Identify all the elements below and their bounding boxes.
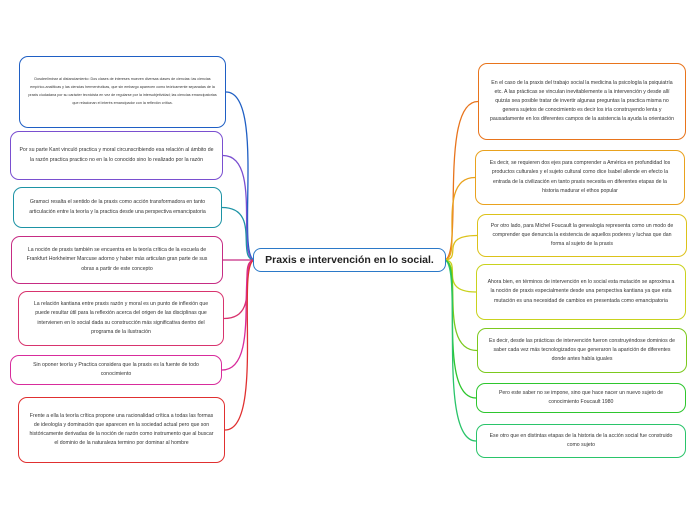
left-node-1-text: Dosdeeliminar al distanciamiento: Dos cl… [28, 77, 217, 105]
right-node-3[interactable]: Por otro lado, para Michel Foucault la g… [477, 214, 687, 257]
right-node-1-text: En el caso de la praxis del trabajo soci… [490, 79, 674, 123]
left-node-7-text: Frente a ella la teoría crítica propone … [29, 412, 214, 447]
left-node-4[interactable]: La noción de praxis también se encuentra… [11, 236, 223, 284]
left-node-1[interactable]: Dosdeeliminar al distanciamiento: Dos cl… [19, 56, 226, 128]
left-node-5-text: La relación kantiana entre praxis razón … [33, 301, 209, 335]
left-node-5[interactable]: La relación kantiana entre praxis razón … [18, 291, 224, 346]
right-node-6-text: Pero este saber no se impone, sino que h… [498, 389, 664, 405]
right-node-6[interactable]: Pero este saber no se impone, sino que h… [476, 383, 686, 413]
right-node-7-text: Ese otro que en distintas etapas de la h… [489, 432, 673, 448]
right-node-5-text: Es decir, desde las prácticas de interve… [489, 337, 675, 363]
left-node-3-text: Gramsci resalta el sentido de la praxis … [29, 199, 206, 215]
left-node-6-text: Sin oponer teoría y Practica considera q… [33, 361, 199, 377]
left-node-2-text: Por su parte Kant vinculó practica y mor… [19, 147, 214, 163]
central-topic[interactable]: Praxis e intervención en lo social. [253, 248, 446, 272]
right-node-7[interactable]: Ese otro que en distintas etapas de la h… [476, 424, 686, 458]
right-node-4-text: Ahora bien, en términos de intervención … [487, 279, 675, 304]
left-node-6[interactable]: Sin oponer teoría y Practica considera q… [10, 355, 222, 385]
right-connector-2 [443, 176, 476, 261]
left-connector-1 [225, 91, 256, 261]
left-connector-6 [221, 259, 256, 371]
right-node-4[interactable]: Ahora bien, en términos de intervención … [476, 264, 686, 320]
right-connector-3 [443, 234, 478, 261]
right-node-2[interactable]: Es decir, se requieren dos ejes para com… [475, 150, 685, 205]
right-connector-6 [443, 259, 477, 399]
left-node-4-text: La noción de praxis también se encuentra… [26, 247, 208, 272]
right-connector-7 [443, 259, 477, 442]
left-connector-3 [221, 206, 256, 261]
right-connector-1 [443, 100, 479, 261]
right-node-2-text: Es decir, se requieren dos ejes para com… [489, 160, 671, 194]
right-node-3-text: Por otro lado, para Michel Foucault la g… [490, 222, 674, 248]
left-connector-7 [224, 259, 256, 431]
left-node-3[interactable]: Gramsci resalta el sentido de la praxis … [13, 187, 222, 228]
left-node-7[interactable]: Frente a ella la teoría crítica propone … [18, 397, 225, 463]
right-connector-5 [443, 259, 478, 352]
left-node-2[interactable]: Por su parte Kant vinculó practica y mor… [10, 131, 223, 180]
left-connector-5 [223, 259, 256, 320]
right-node-5[interactable]: Es decir, desde las prácticas de interve… [477, 328, 687, 373]
right-node-1[interactable]: En el caso de la praxis del trabajo soci… [478, 63, 686, 140]
left-connector-2 [222, 154, 256, 261]
